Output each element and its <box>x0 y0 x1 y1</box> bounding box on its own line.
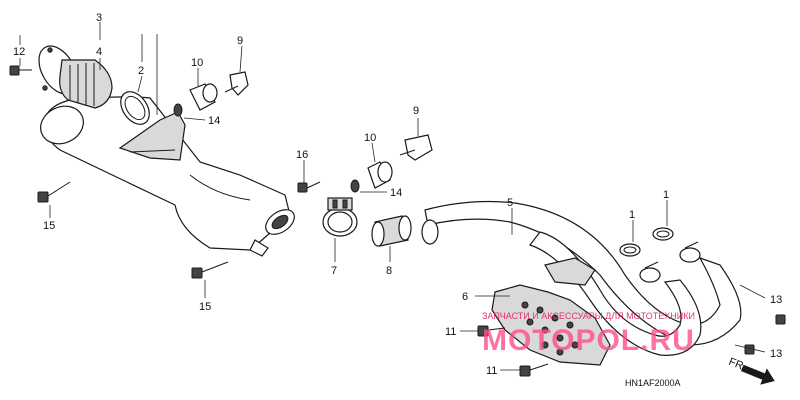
diagram-code: HN1AF2000A <box>625 378 681 388</box>
leader-lines <box>19 22 766 371</box>
watermark: ЗАПЧАСТИ И АКСЕССУАРЫ ДЛЯ МОТОТЕХНИКИ MO… <box>482 311 695 357</box>
nut-13a <box>775 314 786 325</box>
bolt-11a <box>477 325 506 337</box>
muffler-assembly <box>40 96 295 257</box>
front-direction-arrow <box>740 364 775 385</box>
callout-labels: 3 4 12 2 10 9 14 9 10 16 14 15 15 7 8 5 … <box>13 12 782 377</box>
end-cap-assembly <box>38 45 150 125</box>
gasket-1a <box>619 243 641 257</box>
clip-9b <box>404 134 433 161</box>
callout-13-lower: 13 <box>770 348 782 360</box>
bolt-11b <box>519 363 549 377</box>
gasket-1b <box>652 227 674 241</box>
callout-6: 6 <box>462 291 468 303</box>
callout-1-right: 1 <box>663 189 669 201</box>
clip-9a <box>229 71 249 96</box>
callout-15-lower: 15 <box>199 301 211 313</box>
callout-4: 4 <box>96 46 102 58</box>
callout-2: 2 <box>138 65 144 77</box>
callout-9-upper: 9 <box>237 35 243 47</box>
callout-16: 16 <box>296 149 308 161</box>
muffler-front-end <box>40 105 84 145</box>
callout-10-lower: 10 <box>364 132 376 144</box>
muffler-bracket <box>118 111 186 161</box>
exhaust-band-7 <box>322 197 358 237</box>
callout-9-lower: 9 <box>413 105 419 117</box>
callout-11-upper: 11 <box>445 326 456 338</box>
callout-7: 7 <box>331 265 337 277</box>
callout-8: 8 <box>386 265 392 277</box>
mount-set-upper <box>173 71 249 117</box>
callout-1-left: 1 <box>629 209 635 221</box>
watermark-brand: MOTOPOL.RU <box>482 324 695 357</box>
callout-3: 3 <box>96 12 102 24</box>
callout-14-upper: 14 <box>208 115 220 127</box>
bolt-15b <box>191 261 229 279</box>
mount-set-lower <box>350 134 433 193</box>
callout-14-lower: 14 <box>390 187 402 199</box>
callout-15-upper: 15 <box>43 220 55 232</box>
callout-13-upper: 13 <box>770 294 782 306</box>
callout-10-upper: 10 <box>191 57 203 69</box>
muffler-lower-bracket <box>249 239 269 257</box>
bolt-15a <box>37 181 71 203</box>
rubber-collar-10a <box>189 83 216 111</box>
watermark-caption: ЗАПЧАСТИ И АКСЕССУАРЫ ДЛЯ МОТОТЕХНИКИ <box>482 311 695 321</box>
callout-12: 12 <box>13 46 25 58</box>
callout-5: 5 <box>507 197 513 209</box>
muffler-body <box>43 96 291 251</box>
bolt-16 <box>297 181 321 193</box>
gasket-2 <box>120 91 150 125</box>
bolt-12 <box>9 65 32 76</box>
heat-guard-6 <box>491 257 611 366</box>
callout-11-lower: 11 <box>486 365 497 377</box>
gasket-8 <box>371 215 412 247</box>
